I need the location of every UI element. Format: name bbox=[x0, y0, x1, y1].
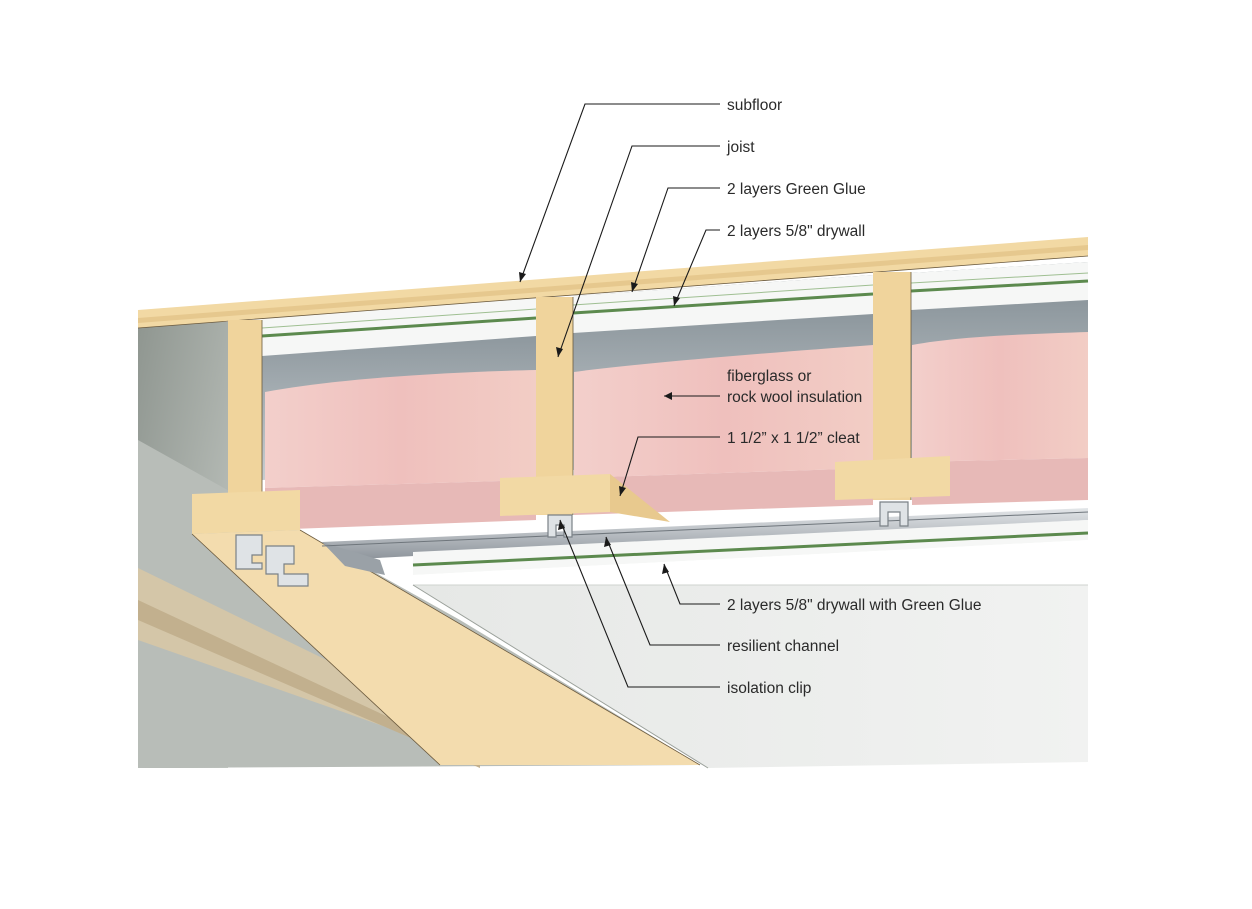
label-resilient-channel: resilient channel bbox=[727, 638, 839, 655]
label-green-glue: 2 layers Green Glue bbox=[727, 181, 866, 198]
insulation bbox=[265, 332, 1088, 530]
label-drywall-lower: 2 layers 5/8" drywall with Green Glue bbox=[727, 597, 981, 614]
arrowheads bbox=[519, 272, 680, 574]
label-joist: joist bbox=[726, 139, 755, 156]
resilient-channel bbox=[321, 508, 1089, 575]
cleats bbox=[191, 456, 950, 766]
isolation-clips bbox=[235, 501, 909, 587]
label-insulation-line1: fiberglass or bbox=[727, 368, 811, 385]
label-drywall-upper: 2 layers 5/8" drywall bbox=[727, 223, 865, 240]
label-cleat: 1 1/2” x 1 1/2” cleat bbox=[727, 430, 860, 447]
label-insulation-line2: rock wool insulation bbox=[727, 389, 862, 406]
upper-drywall bbox=[261, 262, 1089, 356]
subfloor bbox=[137, 237, 1089, 329]
label-isolation-clip: isolation clip bbox=[727, 680, 811, 697]
leader-lines bbox=[519, 103, 720, 688]
label-subfloor: subfloor bbox=[727, 97, 782, 114]
